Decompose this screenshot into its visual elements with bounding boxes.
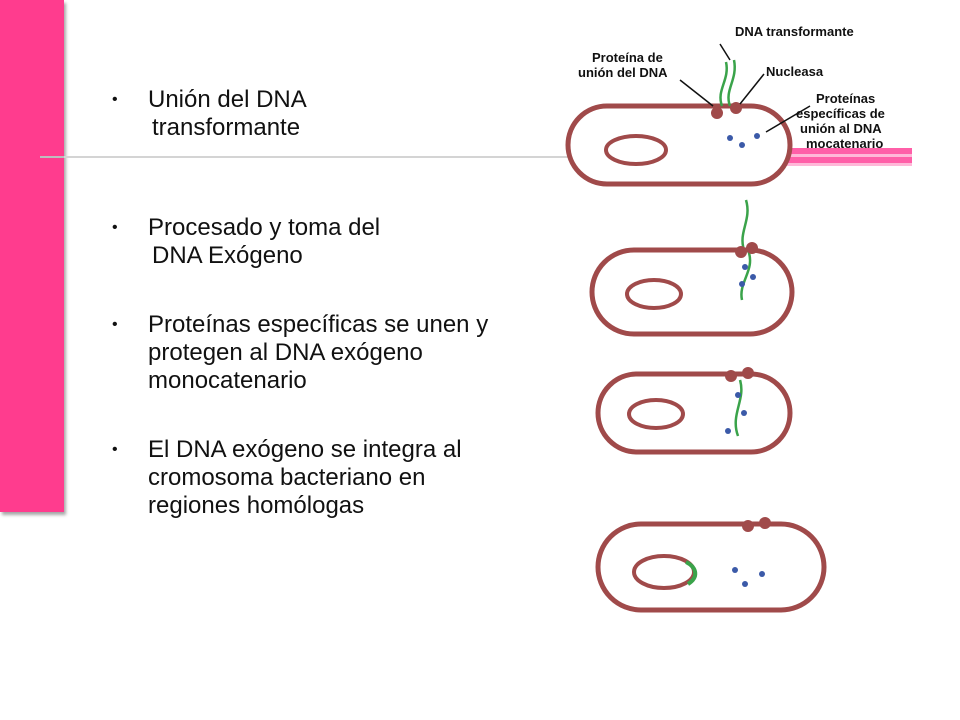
- protein-dot: [750, 274, 756, 280]
- dna-binding-protein: [735, 246, 747, 258]
- protein-dot: [739, 142, 745, 148]
- dna-binding-protein: [742, 520, 754, 532]
- divider-dash: [40, 156, 64, 158]
- protein-dot: [759, 571, 765, 577]
- bullet-item: Unión del DNA transformante: [110, 86, 307, 142]
- label-mocatenario: mocatenario: [806, 136, 883, 151]
- protein-dot: [739, 281, 745, 287]
- label-nucleasa: Nucleasa: [766, 64, 824, 79]
- pointer-line: [719, 43, 731, 61]
- bullet-line: Unión del DNA: [148, 86, 307, 113]
- dna-strand-inside: [734, 379, 743, 437]
- dna-strand: [727, 59, 736, 107]
- pointer-line: [765, 105, 811, 133]
- dna-binding-protein: [711, 107, 723, 119]
- bullet-line: regiones homólogas: [148, 492, 365, 519]
- bullet-item: El DNA exógeno se integra al cromosoma b…: [110, 436, 462, 520]
- label-especificas-de: específicas de: [796, 106, 885, 121]
- protein-dot: [741, 410, 747, 416]
- divider-line: [40, 156, 910, 158]
- label-union-del-dna: unión del DNA: [578, 65, 668, 80]
- label-proteinas: Proteínas: [816, 91, 875, 106]
- bullet-3: Proteínas específicas se unen y protegen…: [110, 311, 488, 395]
- protein-dot: [735, 392, 741, 398]
- integrated-dna: [685, 560, 698, 586]
- bullet-2: Procesado y toma del DNA Exógeno: [110, 214, 380, 270]
- cell-stage-2: [589, 199, 795, 337]
- protein-dot: [725, 428, 731, 434]
- bullet-line: cromosoma bacteriano en: [148, 464, 426, 491]
- bullet-line: transformante: [152, 114, 301, 141]
- bullet-line: DNA Exógeno: [152, 242, 303, 269]
- bullet-line: Procesado y toma del: [148, 214, 381, 241]
- protein-dot: [742, 264, 748, 270]
- label-proteina-de: Proteína de: [592, 50, 663, 65]
- cell-membrane: [595, 371, 793, 455]
- bullet-line: protegen al DNA exógeno: [148, 339, 423, 366]
- cell-stage-1: [565, 59, 793, 187]
- label-union-al-dna: unión al DNA: [800, 121, 882, 136]
- label-dna-transformante: DNA transformante: [735, 24, 854, 39]
- bullet-4: El DNA exógeno se integra al cromosoma b…: [110, 436, 462, 520]
- bullet-line: monocatenario: [148, 367, 307, 394]
- dna-strand-inside: [740, 249, 752, 301]
- chromosome: [625, 278, 683, 310]
- dna-binding-protein: [725, 370, 737, 382]
- chromosome: [627, 398, 685, 430]
- protein-dot: [754, 133, 760, 139]
- bullet-item: Procesado y toma del DNA Exógeno: [110, 214, 380, 270]
- chromosome: [632, 554, 696, 590]
- accent-bar: [0, 0, 64, 512]
- cell-stage-4: [595, 517, 827, 613]
- cell-membrane: [595, 521, 827, 613]
- pointer-line: [679, 79, 714, 107]
- dna-strand: [719, 61, 728, 107]
- nuclease: [746, 242, 758, 254]
- bullet-item: Proteínas específicas se unen y protegen…: [110, 311, 488, 395]
- bullet-1: Unión del DNA transformante: [110, 86, 307, 142]
- bullet-line: El DNA exógeno se integra al: [148, 436, 462, 463]
- nuclease: [730, 102, 742, 114]
- nuclease: [742, 367, 754, 379]
- bullet-line: Proteínas específicas se unen y: [148, 311, 489, 338]
- dna-strand: [741, 199, 749, 251]
- cell-membrane: [589, 247, 795, 337]
- protein-dot: [727, 135, 733, 141]
- chromosome: [604, 134, 668, 166]
- protein-dot: [732, 567, 738, 573]
- cell-membrane: [565, 103, 793, 187]
- cell-stage-3: [595, 367, 793, 455]
- pointer-line: [739, 73, 765, 105]
- nuclease: [759, 517, 771, 529]
- protein-dot: [742, 581, 748, 587]
